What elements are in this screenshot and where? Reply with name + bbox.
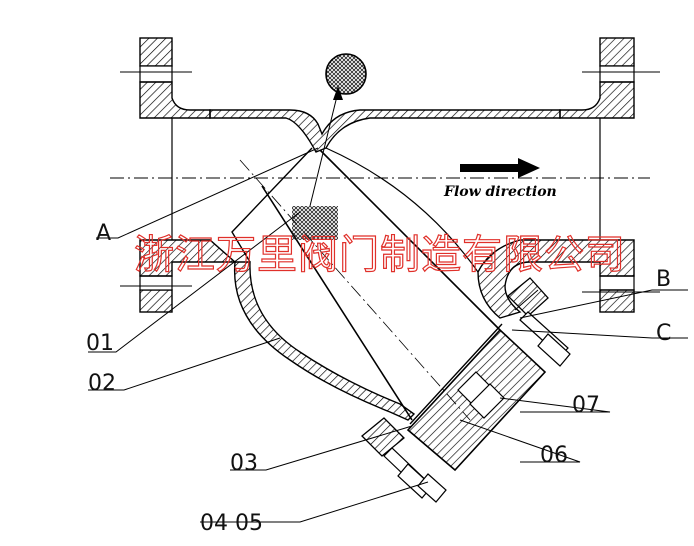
callout-07: 07	[572, 393, 600, 418]
bolt-lower	[361, 417, 447, 503]
callout-b: B	[656, 267, 671, 292]
left-flange	[120, 37, 237, 313]
body-top-wall	[209, 109, 561, 153]
flow-arrow	[460, 158, 540, 178]
callout-03: 03	[230, 451, 258, 476]
callout-a: A	[96, 221, 111, 246]
right-flange	[477, 37, 660, 319]
callout-c: C	[656, 321, 671, 346]
callout-01: 01	[86, 331, 114, 356]
screen-cylinder	[239, 149, 501, 421]
callout-leaders	[88, 147, 688, 523]
callout-06: 06	[540, 443, 568, 468]
callout-02: 02	[88, 371, 116, 396]
company-watermark: 浙江万里阀门制造有限公司	[134, 232, 626, 278]
mesh-detail-circle	[325, 53, 367, 95]
bolt-upper	[507, 277, 571, 367]
callout-04-05: 04 05	[200, 511, 263, 536]
bolt-middle	[457, 371, 505, 419]
flow-direction-label: Flow direction	[443, 184, 557, 200]
body-bowl	[233, 261, 416, 421]
